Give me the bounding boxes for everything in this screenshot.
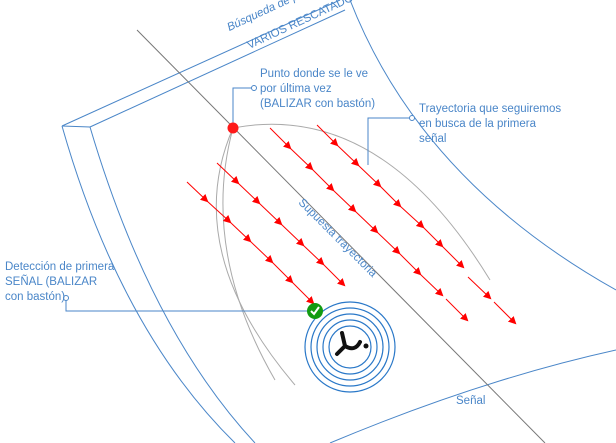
search-arrows: [186, 124, 517, 325]
arrow-row-4: [316, 124, 517, 325]
arrow-row-2: [216, 162, 346, 287]
signal-rings: [304, 301, 396, 393]
arrow-row-3: [269, 127, 469, 322]
supposed-trajectory-line: [136, 29, 546, 443]
search-ellipse: [215, 123, 491, 386]
signal-label: Señal: [456, 395, 486, 407]
search-area-outline: [61, 0, 616, 443]
person-icon: [335, 331, 369, 356]
trajectory-label: Trayectoria que seguiremos en busca de l…: [419, 103, 562, 145]
last-seen-label: Punto donde se le ve por última vez (BAL…: [260, 68, 376, 110]
callout-lines: [63, 85, 415, 312]
last-seen-point: [227, 122, 239, 134]
check-icon: [307, 303, 323, 319]
detection-label: Detección de primera SEÑAL (BALIZAR con …: [5, 261, 115, 303]
arrow-row-1: [186, 181, 315, 305]
